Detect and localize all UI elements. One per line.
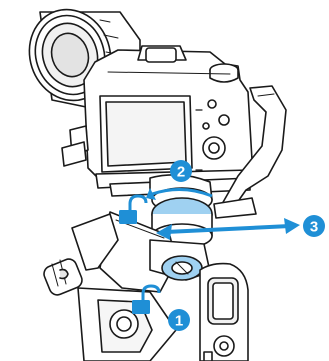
svg-text:1: 1	[175, 313, 183, 330]
unlocked-padlock-icon	[119, 196, 146, 224]
step-badge-3: 3	[303, 215, 325, 237]
svg-text:2: 2	[177, 164, 185, 181]
gimbal-base	[78, 288, 176, 361]
step-badge-1: 1	[168, 309, 190, 331]
svg-text:3: 3	[310, 219, 318, 236]
control-handle	[200, 264, 248, 361]
step-badge-2: 2	[170, 160, 192, 182]
